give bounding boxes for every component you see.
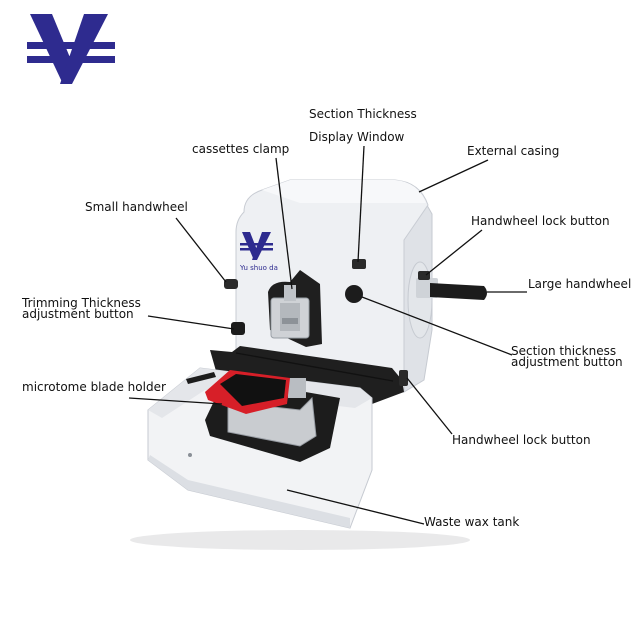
leader-cassettes-clamp <box>275 157 293 290</box>
leader-small-handwheel <box>175 217 227 283</box>
section-thickness-display-window <box>352 259 366 269</box>
handwheel-lock-button-top <box>418 271 430 280</box>
label-cassettes-clamp: cassettes clamp <box>192 142 290 156</box>
label-large-handwheel: Large handwheel <box>528 277 632 291</box>
label-handwheel-lock-button-bottom: Handwheel lock button <box>452 433 591 447</box>
label-microtome-blade-holder: microtome blade holder <box>22 380 166 394</box>
label-trimming-thickness: Trimming Thickness adjustment button <box>22 296 141 321</box>
leader-lines <box>128 145 527 525</box>
label-section-thickness: Section Thickness <box>309 107 417 121</box>
label-display-window: Display Window <box>309 130 405 144</box>
leader-external-casing <box>418 159 489 193</box>
casing-brand-text: Yu shuo da <box>239 264 278 272</box>
leader-trimming-thickness <box>147 315 235 330</box>
label-section-adjust-line1: Section thickness <box>511 344 617 358</box>
leader-waste-wax-tank <box>286 489 425 525</box>
leader-section-thickness-adjust <box>361 296 513 356</box>
microtome-machine: Yu shuo da <box>130 179 487 550</box>
leader-handwheel-lock-top <box>425 229 483 276</box>
label-section-thickness-adjustment: Section thickness adjustment button <box>511 344 623 369</box>
label-trimming-line2: adjustment button <box>22 307 134 321</box>
label-small-handwheel: Small handwheel <box>85 200 188 214</box>
trimming-thickness-button <box>231 322 245 335</box>
label-section-adjust-line2: adjustment button <box>511 355 623 369</box>
handwheel-lock-button-bottom <box>399 370 408 386</box>
leader-stage-divider <box>235 352 394 382</box>
label-trimming-line1: Trimming Thickness <box>22 296 141 310</box>
label-waste-wax-tank: Waste wax tank <box>424 515 520 529</box>
large-handwheel <box>430 283 487 300</box>
casing-logo <box>240 232 273 260</box>
label-external-casing: External casing <box>467 144 560 158</box>
cassettes-clamp <box>270 285 310 339</box>
small-handwheel <box>224 279 238 289</box>
leader-handwheel-lock-bottom <box>406 377 453 435</box>
leader-section-thickness-display <box>357 145 365 263</box>
label-handwheel-lock-button-top: Handwheel lock button <box>471 214 610 228</box>
section-thickness-adjustment-knob <box>345 285 363 303</box>
brand-logo <box>27 14 115 84</box>
leader-microtome-blade-holder <box>128 397 223 405</box>
